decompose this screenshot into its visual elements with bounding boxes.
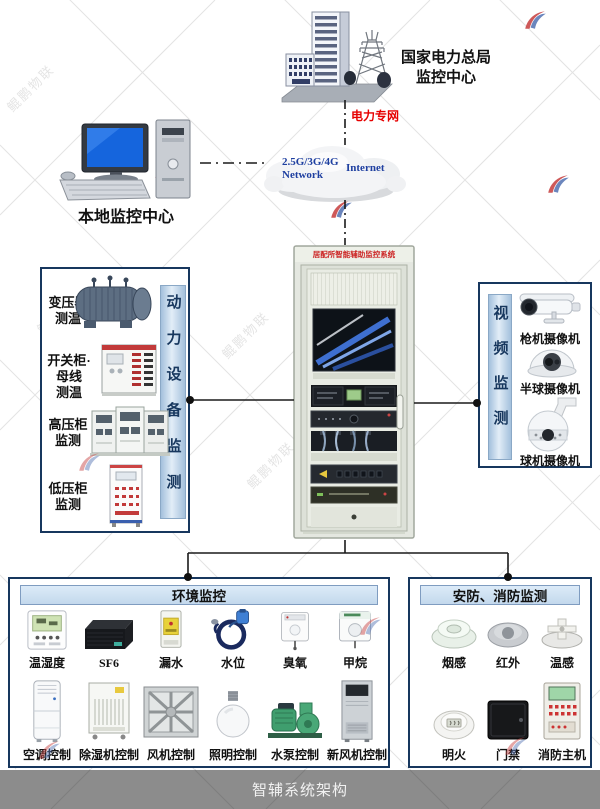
ozone-sensor-icon bbox=[281, 611, 309, 651]
main-cabinet-icon bbox=[293, 245, 415, 539]
video-monitoring-box: 视频监测 枪机摄像机 半球摄像机 球机摄像机 bbox=[478, 282, 592, 468]
light-bulb-icon bbox=[216, 691, 250, 738]
sec-item-label: 明火 bbox=[441, 748, 466, 762]
power-private-net-label: 电力专网 bbox=[351, 109, 400, 123]
water-leak-sensor-icon bbox=[160, 610, 182, 648]
environment-monitoring-header: 环境监控 bbox=[20, 585, 378, 605]
env-item-label: 水位 bbox=[220, 656, 245, 670]
local-center-label: 本地监控中心 bbox=[77, 209, 174, 226]
sec-item-label: 红外 bbox=[495, 656, 520, 670]
env-item: 臭氧 bbox=[266, 609, 324, 671]
sec-item: 明火 bbox=[426, 683, 482, 763]
footer-title-bar: 智辅系统架构 bbox=[0, 770, 600, 809]
fresh-air-unit-icon bbox=[341, 680, 373, 743]
methane-sensor-icon bbox=[339, 611, 371, 649]
env-item-label: 照明控制 bbox=[208, 748, 257, 762]
bullet-camera-label: 枪机摄像机 bbox=[519, 332, 580, 346]
exhaust-fan-icon bbox=[143, 686, 199, 738]
hv-cabinet-icon bbox=[90, 406, 170, 456]
sf6-sensor-icon bbox=[85, 620, 133, 649]
video-monitoring-bar: 视频监测 bbox=[488, 294, 512, 460]
security-fire-header: 安防、消防监测 bbox=[420, 585, 580, 605]
env-item-label: 新风机控制 bbox=[326, 748, 387, 762]
lv-cabinet-icon bbox=[109, 464, 143, 527]
dehumidifier-icon bbox=[88, 682, 130, 740]
watermark-logo-icon bbox=[548, 175, 569, 193]
watermark-logo-icon bbox=[525, 11, 546, 29]
watermark-logo-icon bbox=[505, 737, 526, 755]
heat-detector-icon bbox=[541, 618, 583, 649]
ptz-camera-label: 球机摄像机 bbox=[519, 454, 580, 468]
sec-item-label: 温感 bbox=[549, 656, 574, 670]
infrared-detector-icon bbox=[487, 622, 529, 648]
env-item-label: 空调控制 bbox=[23, 746, 71, 763]
hv-cabinet-label: 高压柜 监测 bbox=[48, 417, 88, 448]
env-item: 新风机控制 bbox=[326, 679, 388, 763]
watermark-logo-icon bbox=[79, 453, 100, 471]
local-monitor-computer-icon bbox=[59, 119, 191, 201]
sec-item-label: 烟感 bbox=[441, 656, 466, 670]
ptz-camera-icon bbox=[527, 397, 577, 452]
env-item: 甲烷 bbox=[326, 609, 384, 671]
dome-camera-icon bbox=[527, 349, 577, 378]
water-pump-icon bbox=[268, 702, 322, 738]
sec-item: 红外 bbox=[480, 613, 536, 671]
video-monitoring-bar-label: 视频监测 bbox=[491, 305, 508, 445]
watermark-logo-icon bbox=[360, 617, 381, 635]
flame-detector-icon bbox=[433, 710, 475, 740]
watermark-logo-icon bbox=[331, 200, 352, 218]
network-cloud: 2.5G/3G/4G Network Internet bbox=[262, 138, 407, 204]
power-monitoring-bar: 动力设备监测 bbox=[160, 285, 186, 519]
env-item-label: 风机控制 bbox=[146, 748, 195, 762]
env-item: 照明控制 bbox=[204, 679, 262, 763]
transformer-icon bbox=[75, 275, 152, 328]
footer-title: 智辅系统架构 bbox=[251, 782, 348, 799]
env-item: 漏水 bbox=[142, 609, 200, 671]
sec-item-label: 消防主机 bbox=[537, 748, 586, 762]
cloud-internet-label: Internet bbox=[346, 162, 385, 174]
env-item: 风机控制 bbox=[142, 679, 200, 763]
env-item-label: 甲烷 bbox=[342, 656, 367, 670]
environment-monitoring-box: 环境监控 温湿度 SF6 bbox=[8, 577, 390, 768]
sec-item: 门禁 bbox=[480, 683, 536, 763]
power-monitoring-bar-label: 动力设备监测 bbox=[164, 294, 181, 510]
env-item: 水泵控制 bbox=[266, 679, 324, 763]
watermark-logo-icon bbox=[39, 741, 60, 759]
smoke-detector-icon bbox=[431, 619, 477, 649]
dome-camera-label: 半球摄像机 bbox=[519, 382, 580, 396]
hq-building-icon bbox=[281, 11, 393, 103]
hq-center-label: 国家电力总局 监控中心 bbox=[400, 50, 491, 86]
env-item: SF6 bbox=[80, 609, 138, 671]
switchgear-icon bbox=[101, 344, 157, 396]
env-item-label: SF6 bbox=[98, 656, 119, 670]
door-access-icon bbox=[487, 700, 529, 740]
env-item-label: 漏水 bbox=[158, 656, 183, 670]
cloud-icon bbox=[264, 146, 406, 202]
temp-humidity-sensor-icon bbox=[27, 610, 67, 650]
env-item-label: 温湿度 bbox=[28, 656, 65, 670]
water-level-sensor-icon bbox=[211, 609, 249, 650]
sec-item: 温感 bbox=[534, 613, 590, 671]
switchgear-label: 开关柜·母线 测温 bbox=[47, 353, 91, 400]
env-item: 温湿度 bbox=[18, 609, 76, 671]
sec-item-label: 门禁 bbox=[495, 748, 520, 762]
env-item-label: 臭氧 bbox=[282, 656, 307, 670]
power-monitoring-box: 动力设备监测 变压器 测温 开关柜·母线 测温 bbox=[40, 267, 190, 533]
air-conditioner-icon bbox=[33, 680, 61, 743]
cloud-network-label: 2.5G/3G/4G Network bbox=[282, 156, 339, 181]
cabinet-title: 居配所智能辅助监控系统 bbox=[312, 250, 396, 259]
lv-cabinet-label: 低压柜 监测 bbox=[48, 481, 88, 512]
sec-item: 烟感 bbox=[426, 613, 482, 671]
env-item-label: 水泵控制 bbox=[270, 748, 319, 762]
bullet-camera-icon bbox=[519, 293, 581, 324]
security-fire-box: 安防、消防监测 烟感 红外 温感 bbox=[408, 577, 592, 768]
env-item-label: 除湿机控制 bbox=[79, 748, 140, 762]
fire-alarm-host-icon bbox=[543, 682, 581, 740]
sec-item: 消防主机 bbox=[534, 677, 590, 763]
env-item: 水位 bbox=[204, 609, 262, 671]
env-item: 空调控制 bbox=[18, 679, 76, 763]
env-item: 除湿机控制 bbox=[79, 679, 140, 763]
